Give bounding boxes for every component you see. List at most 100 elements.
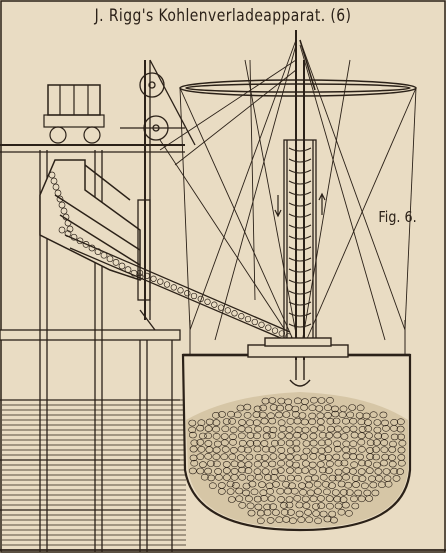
coal-lump [374,474,383,482]
coal-lump [204,452,213,460]
coal-lump [302,447,311,455]
coal-lump [250,488,259,496]
elevator-bucket [288,257,312,262]
coal-lump [253,432,261,440]
coal-lump [226,488,235,495]
coal-lump [196,453,205,461]
elevator-bucket [288,180,312,185]
elevator-bucket [288,147,312,152]
coal-lump [357,445,366,453]
coal-lump [334,425,342,433]
coal-lump [388,460,397,468]
coal-lump [188,426,197,434]
coal-lump [357,438,366,446]
coal-lump [285,432,294,440]
coal-lump [371,489,380,497]
coal-lump [305,481,313,489]
coal-lump [305,516,314,524]
coal-lump [254,503,263,511]
coal-lump [243,403,252,411]
coal-lump [280,508,289,516]
plate-title: J. Rigg's Kohlenverladeapparat. (6) [94,6,352,26]
coal-lump [227,496,236,503]
coal-lump [260,494,268,502]
coal-lump [293,494,302,502]
coal-lump [256,517,265,525]
coal-lump [310,396,318,404]
coal-lump [245,453,254,461]
coal-lump [325,432,334,439]
coal-lump [372,461,381,469]
coal-lump [222,418,231,425]
water-hatching [2,399,186,546]
coal-lump [244,446,252,454]
coal-lump [244,495,253,503]
elevator-bucket [288,301,312,306]
elevator-bucket [288,158,312,163]
elevator-bucket [288,290,312,295]
elevator-tower [283,60,317,360]
coal-lump [106,255,114,263]
coal-lump [317,424,326,432]
coal-lump [246,440,255,447]
coal-lump [277,459,285,467]
coal-lump [331,489,340,496]
coal-lump [197,419,206,427]
coal-lump [212,446,221,454]
coal-lump [302,502,311,509]
coal-lump [196,424,205,432]
coal-lump [258,321,265,328]
coal-lump [204,432,212,440]
coal-lump [398,439,407,447]
coal-lump [291,410,300,418]
coal-lump [332,417,341,425]
coal-lump [261,397,270,405]
coal-lump [352,481,360,488]
coal-lump [188,419,197,427]
coal-lump [326,417,335,425]
coal-wagon [43,84,105,144]
coal-lump [198,432,207,440]
coal-lump [291,405,300,413]
coal-lump [373,419,382,426]
coal-lump [356,404,365,412]
elevator-bucket [288,312,312,317]
coal-lump [50,177,58,185]
coal-lump [62,213,70,221]
coal-lump [118,262,126,270]
coal-lump [316,418,325,425]
coal-lump [235,495,244,503]
coal-lump [384,480,393,488]
coal-lump [388,454,396,461]
coal-lump [200,473,209,481]
coal-lump [204,467,212,475]
coal-lump [397,446,406,454]
coal-lump [294,467,303,475]
coal-lump [189,445,198,453]
coal-lump [271,481,280,488]
coal-lump [360,482,369,490]
coal-lump [242,482,251,490]
coal-lump [365,495,373,502]
coal-lump [263,503,272,511]
coal-lump [268,431,277,439]
coal-lump [188,467,197,475]
coal-lump [350,495,358,503]
coal-lump [321,480,330,488]
coal-lump [56,195,64,203]
coal-lump [246,502,255,510]
coal-lump [212,425,220,433]
coal-lump [389,440,397,448]
coal-lump [313,480,322,488]
coal-lump [269,426,278,434]
coal-lump [266,517,275,524]
coal-lump [318,466,327,474]
coal-lump [60,207,68,215]
coal-lump [333,440,341,448]
coal-lump [349,417,358,425]
elevator-bucket [288,224,312,229]
coal-lump [220,453,229,461]
coal-lump [251,318,258,326]
coal-lump [269,453,278,460]
